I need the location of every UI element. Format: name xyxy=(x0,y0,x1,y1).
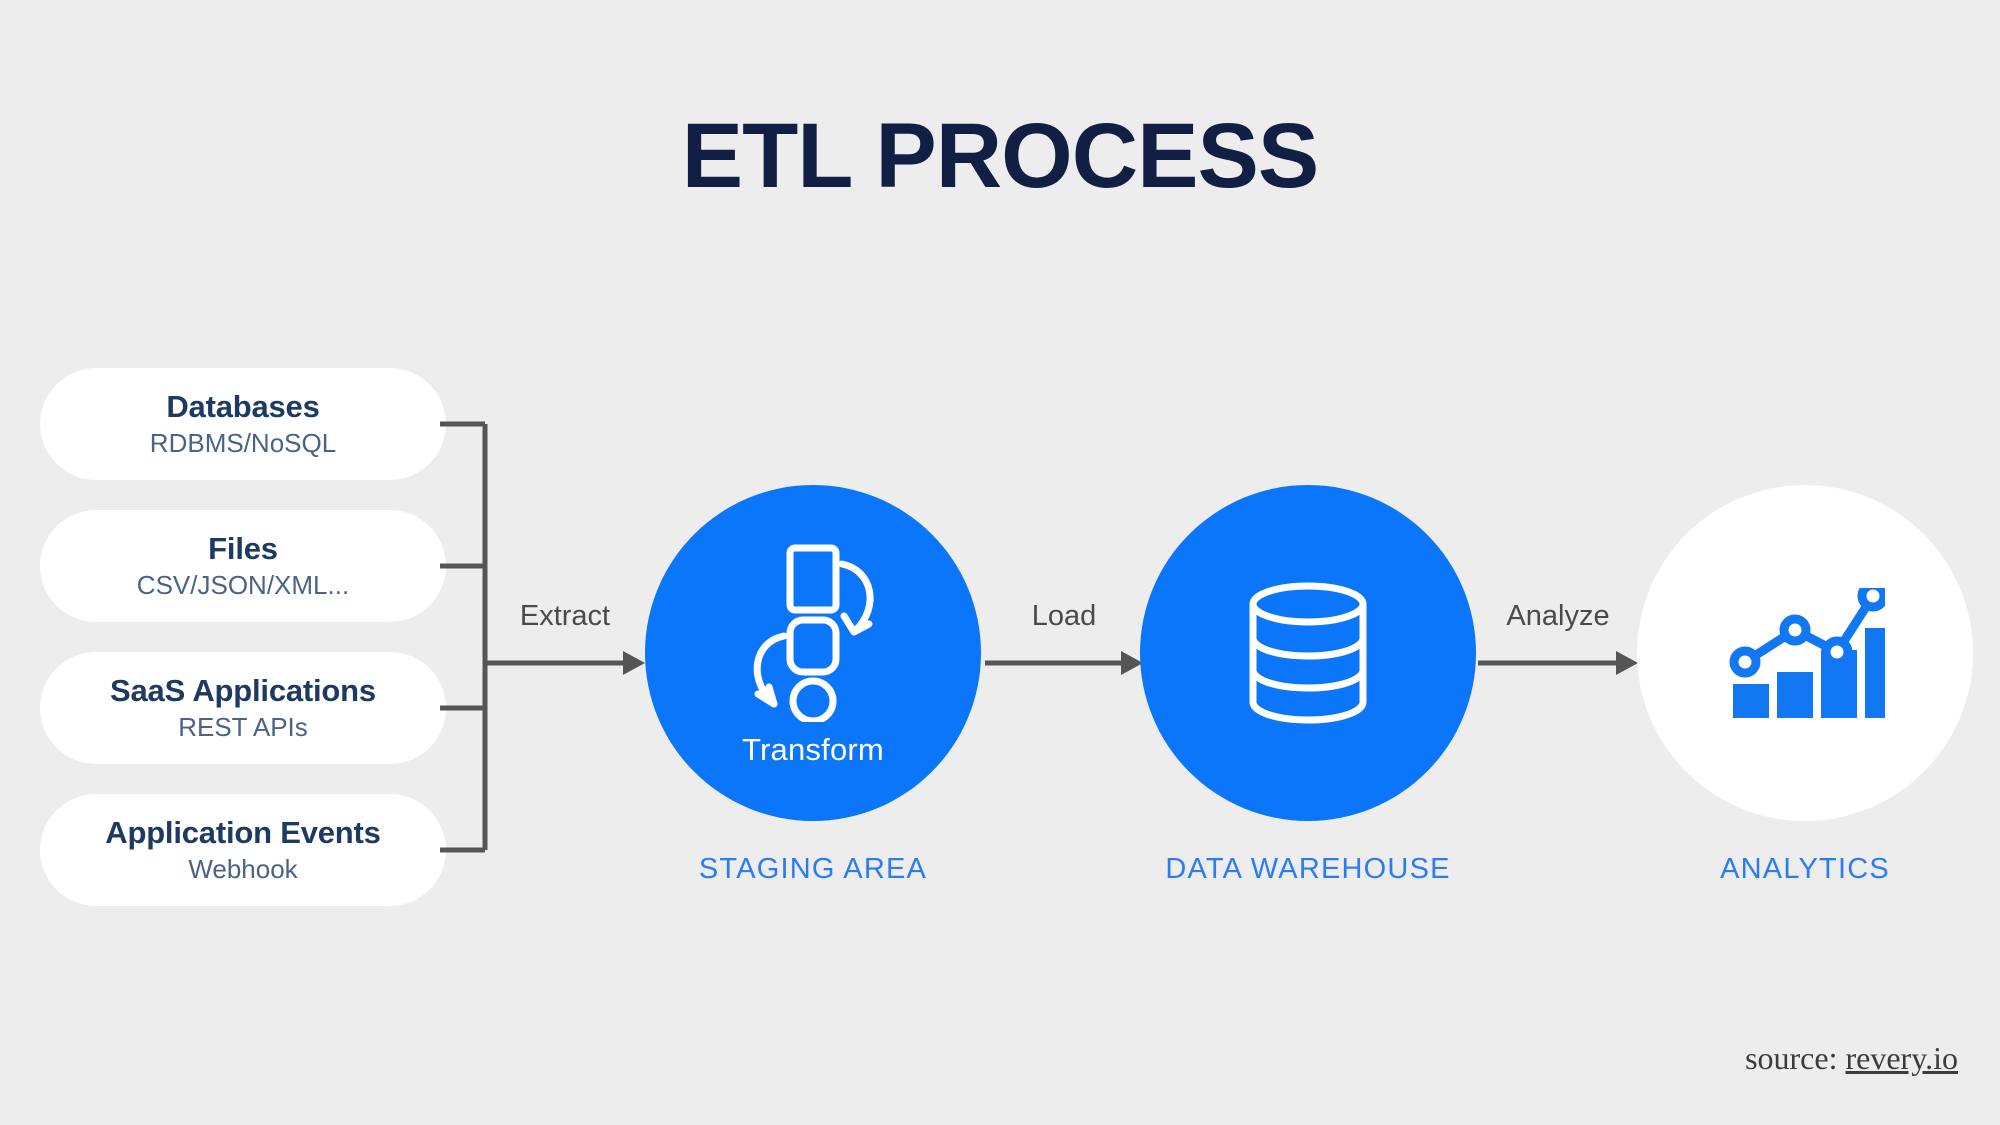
data-warehouse-circle[interactable] xyxy=(1140,485,1476,821)
bar-line-chart-icon xyxy=(1729,588,1885,718)
source-card-subtitle: CSV/JSON/XML... xyxy=(136,569,350,600)
staging-area-caption: STAGING AREA xyxy=(698,853,928,885)
source-card-subtitle: Webhook xyxy=(188,853,298,884)
page-title: ETL PROCESS xyxy=(681,105,1320,207)
source-credit-prefix: source: xyxy=(1745,1040,1846,1076)
source-card-title: Application Events xyxy=(105,814,381,850)
staging-area-inner-label: Transform xyxy=(742,732,884,767)
source-card-title: Databases xyxy=(166,388,320,424)
arrow-extract-icon xyxy=(485,651,645,675)
source-card-title: SaaS Applications xyxy=(110,672,376,708)
source-card-saas-applications[interactable]: SaaS Applications REST APIs xyxy=(40,652,446,764)
arrow-extract: Extract xyxy=(485,600,645,680)
transform-icon xyxy=(753,544,874,722)
arrow-label-analyze: Analyze xyxy=(1506,600,1610,632)
source-card-title: Files xyxy=(208,530,278,566)
source-card-application-events[interactable]: Application Events Webhook xyxy=(40,794,446,906)
staging-area-circle[interactable]: Transform xyxy=(645,485,981,821)
database-cylinder-icon xyxy=(1249,582,1367,724)
stage-data-warehouse[interactable]: DATA WAREHOUSE xyxy=(1140,485,1476,885)
analytics-circle[interactable] xyxy=(1637,485,1973,821)
arrow-load: Load xyxy=(985,600,1143,680)
arrow-label-load: Load xyxy=(1031,600,1097,632)
data-sources-group: Databases RDBMS/NoSQL Files CSV/JSON/XML… xyxy=(40,368,446,906)
source-credit-link[interactable]: revery.io xyxy=(1845,1040,1958,1076)
source-card-subtitle: RDBMS/NoSQL xyxy=(149,427,337,458)
bracket-svg xyxy=(440,421,488,853)
stage-staging-area[interactable]: Transform STAGING AREA xyxy=(645,485,981,885)
arrow-load-icon xyxy=(985,651,1143,675)
source-card-files[interactable]: Files CSV/JSON/XML... xyxy=(40,510,446,622)
source-card-databases[interactable]: Databases RDBMS/NoSQL xyxy=(40,368,446,480)
source-card-subtitle: REST APIs xyxy=(178,711,308,742)
source-credit: source: revery.io xyxy=(1745,1040,1958,1077)
data-warehouse-caption: DATA WAREHOUSE xyxy=(1165,853,1451,885)
sources-bracket-connector xyxy=(440,360,500,885)
arrow-analyze-icon xyxy=(1478,651,1638,675)
arrow-analyze: Analyze xyxy=(1478,600,1638,680)
stage-analytics[interactable]: ANALYTICS xyxy=(1637,485,1973,885)
analytics-caption: ANALYTICS xyxy=(1720,853,1890,885)
arrow-label-extract: Extract xyxy=(519,600,611,632)
